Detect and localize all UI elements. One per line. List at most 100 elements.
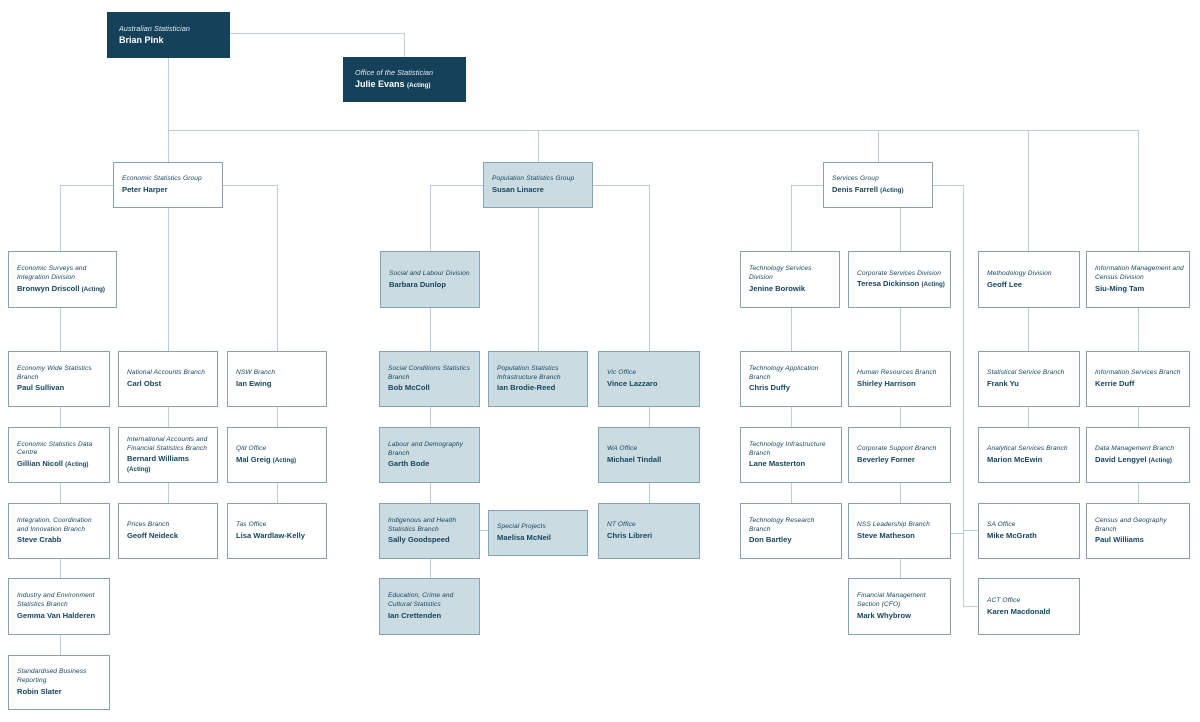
org-box-econ-surveys-div: Economic Surveys and Integration Divisio…	[8, 251, 117, 308]
person-name: Carl Obst	[127, 379, 162, 389]
role-title: Services Group	[832, 175, 879, 183]
connector-line	[277, 483, 278, 503]
connector-line	[791, 483, 792, 503]
person-name: Kerrie Duff	[1095, 379, 1135, 389]
person-name: Julie Evans (Acting)	[355, 79, 431, 90]
connector-line	[649, 483, 650, 503]
connector-line	[1138, 407, 1139, 427]
connector-line	[430, 308, 431, 351]
person-name: Mal Greig (Acting)	[236, 454, 297, 464]
connector-line	[791, 185, 792, 251]
role-title: Statistical Service Branch	[987, 369, 1065, 377]
person-name: Chris Duffy	[749, 383, 790, 393]
acting-label: (Acting)	[407, 82, 431, 90]
connector-line	[649, 185, 650, 351]
person-name: Geoff Lee	[987, 279, 1023, 289]
role-title: Education, Crime and Cultural Statistics	[388, 592, 454, 609]
person-name: Steve Crabb	[17, 535, 62, 545]
connector-line	[900, 308, 901, 351]
connector-line	[60, 185, 113, 186]
connector-line	[60, 185, 61, 251]
person-name: Robin Slater	[17, 686, 62, 696]
role-title: Vic Office	[607, 369, 637, 377]
person-name: Frank Yu	[987, 379, 1019, 389]
connector-line	[593, 185, 649, 186]
person-name: Beverley Forner	[857, 455, 915, 465]
person-name: Brian Pink	[119, 34, 164, 45]
connector-line	[168, 208, 169, 351]
role-title: Census and Geography Branch	[1095, 516, 1167, 533]
role-title: Prices Branch	[127, 521, 170, 529]
role-title: Integration, Coordination and Innovation…	[17, 516, 92, 533]
person-name: Maelisa McNeil	[497, 533, 552, 543]
role-title: Tas Office	[236, 521, 267, 529]
connector-line	[791, 407, 792, 427]
person-name: Mark Whybrow	[857, 610, 912, 620]
connector-line	[480, 530, 488, 531]
connector-line	[1138, 308, 1139, 351]
person-name: Gemma Van Halderen	[17, 610, 96, 620]
connector-line	[430, 185, 483, 186]
connector-line	[900, 483, 901, 503]
connector-line	[430, 407, 431, 427]
connector-line	[649, 407, 650, 427]
org-box-pop-infrastructure: Population Statistics Infrastructure Bra…	[488, 351, 588, 407]
person-name: Paul Sullivan	[17, 383, 65, 393]
role-title: Social Conditions Statistics Branch	[388, 364, 470, 381]
person-name: Lisa Wardlaw-Kelly	[236, 531, 305, 541]
org-box-imc-div: Information Management and Census Divisi…	[1086, 251, 1190, 308]
person-name: Michael Tindall	[607, 455, 662, 465]
role-title: Corporate Services Division	[857, 269, 942, 277]
acting-label: (Acting)	[1148, 456, 1172, 464]
person-name: Garth Bode	[388, 459, 430, 469]
connector-line	[878, 130, 879, 162]
role-title: Corporate Support Branch	[857, 445, 937, 453]
connector-line	[1028, 130, 1029, 251]
person-name: Chris Libreri	[607, 531, 653, 541]
connector-line	[791, 185, 823, 186]
connector-line	[951, 533, 963, 534]
person-name: Vince Lazzaro	[607, 379, 658, 389]
connector-line	[277, 407, 278, 427]
role-title: Methodology Division	[987, 269, 1052, 277]
role-title: Social and Labour Division	[389, 269, 470, 277]
connector-line	[277, 185, 278, 351]
person-name: Denis Farrell (Acting)	[832, 184, 904, 194]
connector-line	[60, 407, 61, 427]
role-title: National Accounts Branch	[127, 369, 206, 377]
connector-line	[60, 483, 61, 503]
person-name: Karen Macdonald	[987, 606, 1051, 616]
person-name: Siu-Ming Tam	[1095, 283, 1145, 293]
acting-label: (Acting)	[81, 285, 105, 293]
connector-line	[168, 407, 169, 427]
connector-line	[963, 530, 978, 531]
role-title: Human Resources Branch	[857, 369, 937, 377]
role-title: Special Projects	[497, 523, 546, 531]
connector-line	[900, 407, 901, 427]
org-box-financial-management: Financial Management Section (CFO)Mark W…	[848, 578, 951, 635]
connector-line	[791, 308, 792, 351]
connector-line	[430, 185, 431, 251]
role-title: NSS Leadership Branch	[857, 521, 930, 529]
role-title: Qld Office	[236, 445, 267, 453]
org-box-education-crime: Education, Crime and Cultural Statistics…	[379, 578, 480, 635]
connector-line	[1138, 483, 1139, 503]
role-title: Information Services Branch	[1095, 369, 1181, 377]
